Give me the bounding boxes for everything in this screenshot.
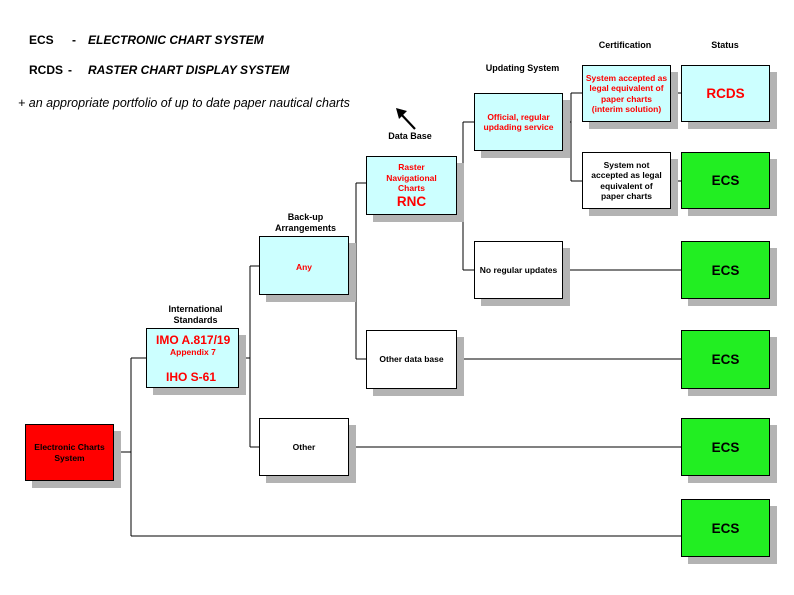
international-standards-box: IMO A.817/19 Appendix 7 IHO S-61	[146, 328, 239, 388]
rnc-database-box: Raster Navigational Charts RNC	[366, 156, 457, 215]
paper-charts-note: + an appropriate portfolio of up to date…	[18, 96, 350, 110]
header-data-base: Data Base	[388, 131, 432, 141]
cert-not-accepted-box: System not accepted as legal equivalent …	[582, 152, 671, 209]
status-rcds-box: RCDS	[681, 65, 770, 122]
header-status: Status	[711, 40, 739, 50]
legend-ecs-dash: -	[72, 33, 76, 47]
legend-rcds-abbr: RCDS	[29, 63, 64, 77]
legend-ecs-abbr: ECS	[29, 33, 54, 47]
header-backup-arrangements: Back-up Arrangements	[274, 212, 337, 233]
header-certification: Certification	[598, 40, 652, 50]
electronic-charts-system-box: Electronic Charts System	[25, 424, 114, 481]
header-international-standards: International Standards	[168, 304, 223, 325]
cert-accepted-box: System accepted as legal equivalent of p…	[582, 65, 671, 122]
official-updating-box: Official, regular updading service	[474, 93, 563, 151]
legend-rcds-dash: -	[68, 63, 72, 77]
status-ecs-box: ECS	[681, 241, 770, 299]
legend-rcds-full: RASTER CHART DISPLAY SYSTEM	[88, 63, 290, 77]
no-regular-updates-box: No regular updates	[474, 241, 563, 299]
arrow-pointer-icon	[396, 108, 416, 130]
status-ecs-box: ECS	[681, 330, 770, 389]
legend-ecs-full: ELECTRONIC CHART SYSTEM	[88, 33, 264, 47]
status-ecs-box: ECS	[681, 418, 770, 476]
header-updating-system: Updating System	[485, 63, 560, 73]
backup-other-box: Other	[259, 418, 349, 476]
other-database-box: Other data base	[366, 330, 457, 389]
status-ecs-box: ECS	[681, 499, 770, 557]
backup-any-box: Any	[259, 236, 349, 295]
status-ecs-box: ECS	[681, 152, 770, 209]
